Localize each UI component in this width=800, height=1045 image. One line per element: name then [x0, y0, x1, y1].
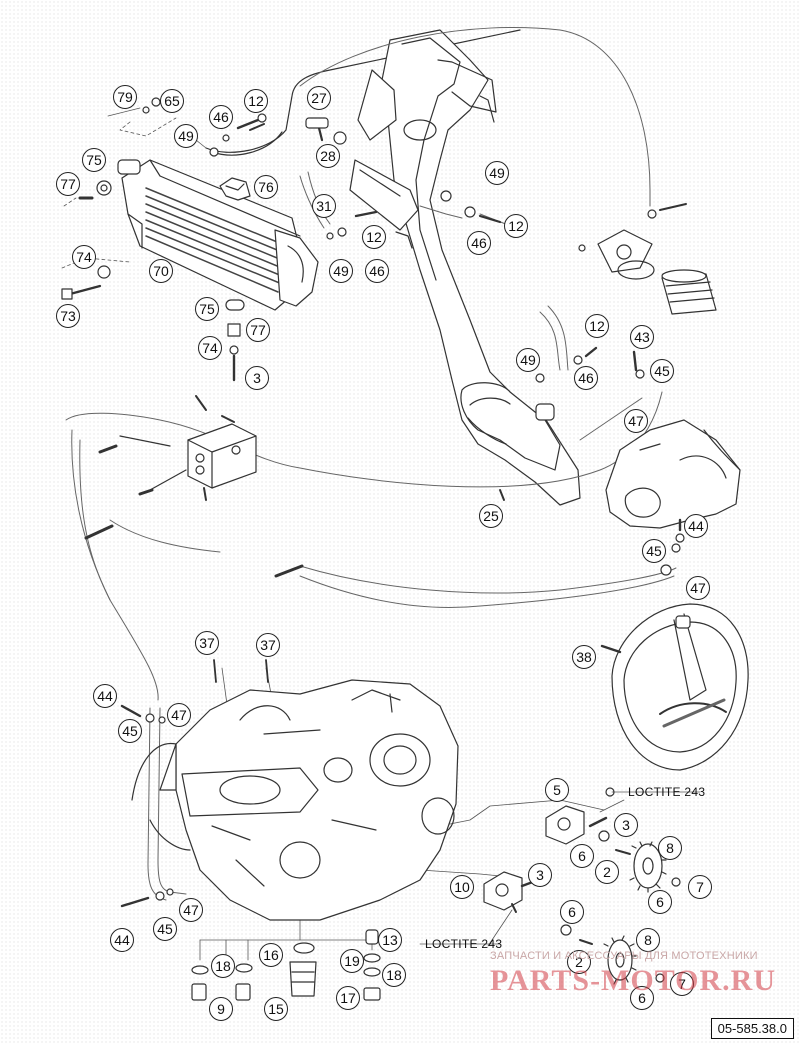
callout-44[interactable]: 44	[684, 514, 708, 538]
oil-distribution-block	[84, 395, 304, 578]
callout-9[interactable]: 9	[209, 997, 233, 1021]
callout-6[interactable]: 6	[630, 986, 654, 1010]
bolts-and-washers	[120, 117, 685, 908]
callout-18[interactable]: 18	[211, 954, 235, 978]
callout-73[interactable]: 73	[56, 304, 80, 328]
callout-7[interactable]: 7	[688, 875, 712, 899]
loctite-note-lower: LOCTITE 243	[425, 937, 503, 951]
callout-17[interactable]: 17	[336, 986, 360, 1010]
callout-74[interactable]: 74	[72, 245, 96, 269]
callout-16[interactable]: 16	[259, 943, 283, 967]
gear-lower	[603, 935, 637, 985]
callout-65[interactable]: 65	[160, 89, 184, 113]
callout-79[interactable]: 79	[113, 85, 137, 109]
callout-46[interactable]: 46	[467, 231, 491, 255]
callout-31[interactable]: 31	[312, 194, 336, 218]
callout-45[interactable]: 45	[118, 719, 142, 743]
callout-25[interactable]: 25	[479, 504, 503, 528]
gear-upper	[629, 841, 667, 893]
callout-7[interactable]: 7	[670, 972, 694, 996]
frame	[349, 29, 581, 506]
callout-77[interactable]: 77	[246, 318, 270, 342]
watermark-caption: ЗАПЧАСТИ И АКСЕССУАРЫ ДЛЯ МОТОТЕХНИКИ	[490, 950, 758, 962]
studs	[213, 659, 269, 683]
callout-38[interactable]: 38	[572, 645, 596, 669]
callout-19[interactable]: 19	[340, 949, 364, 973]
callout-27[interactable]: 27	[307, 86, 331, 110]
callout-45[interactable]: 45	[642, 539, 666, 563]
callout-37[interactable]: 37	[195, 631, 219, 655]
callout-5[interactable]: 5	[545, 778, 569, 802]
callout-12[interactable]: 12	[585, 314, 609, 338]
callout-28[interactable]: 28	[316, 144, 340, 168]
callout-47[interactable]: 47	[624, 409, 648, 433]
callout-46[interactable]: 46	[209, 105, 233, 129]
callout-75[interactable]: 75	[82, 148, 106, 172]
engine-crankcase	[131, 679, 459, 921]
oil-filter	[578, 203, 717, 315]
callout-13[interactable]: 13	[378, 928, 402, 952]
callout-6[interactable]: 6	[570, 844, 594, 868]
callout-49[interactable]: 49	[516, 348, 540, 372]
watermark-logo: PARTS-MOTOR.RU	[490, 964, 777, 997]
oil-pump-upper	[545, 787, 681, 893]
callout-44[interactable]: 44	[110, 928, 134, 952]
callout-8[interactable]: 8	[658, 836, 682, 860]
callout-6[interactable]: 6	[648, 890, 672, 914]
radiator-clip	[219, 177, 251, 201]
callout-47[interactable]: 47	[167, 703, 191, 727]
callout-77[interactable]: 77	[56, 172, 80, 196]
callout-49[interactable]: 49	[329, 259, 353, 283]
callout-10[interactable]: 10	[450, 875, 474, 899]
callout-45[interactable]: 45	[650, 359, 674, 383]
clutch-cover	[611, 603, 749, 771]
callout-43[interactable]: 43	[630, 325, 654, 349]
callout-6[interactable]: 6	[560, 900, 584, 924]
callout-12[interactable]: 12	[362, 225, 386, 249]
callout-46[interactable]: 46	[365, 259, 389, 283]
callout-18[interactable]: 18	[382, 963, 406, 987]
callout-49[interactable]: 49	[174, 124, 198, 148]
callout-49[interactable]: 49	[485, 161, 509, 185]
callout-8[interactable]: 8	[636, 928, 660, 952]
callout-2[interactable]: 2	[567, 950, 591, 974]
callout-46[interactable]: 46	[574, 366, 598, 390]
callout-44[interactable]: 44	[93, 684, 117, 708]
callout-45[interactable]: 45	[153, 917, 177, 941]
radiator-hardware	[61, 97, 245, 382]
radiator	[96, 159, 319, 311]
drawing-number-label: 05-585.38.0	[710, 1018, 794, 1039]
callout-74[interactable]: 74	[198, 336, 222, 360]
callout-37[interactable]: 37	[256, 633, 280, 657]
callout-3[interactable]: 3	[614, 813, 638, 837]
callout-3[interactable]: 3	[245, 366, 269, 390]
callout-12[interactable]: 12	[244, 89, 268, 113]
callout-15[interactable]: 15	[264, 997, 288, 1021]
callout-47[interactable]: 47	[686, 576, 710, 600]
callout-2[interactable]: 2	[595, 860, 619, 884]
oil-pump-lower	[483, 871, 665, 985]
head-cover	[605, 419, 741, 529]
callout-12[interactable]: 12	[504, 214, 528, 238]
callout-3[interactable]: 3	[528, 863, 552, 887]
callout-76[interactable]: 76	[254, 175, 278, 199]
callout-70[interactable]: 70	[149, 259, 173, 283]
drain-plugs-strainer	[191, 929, 381, 1001]
callout-47[interactable]: 47	[179, 898, 203, 922]
loctite-note-upper: LOCTITE 243	[628, 785, 706, 799]
callout-75[interactable]: 75	[195, 297, 219, 321]
